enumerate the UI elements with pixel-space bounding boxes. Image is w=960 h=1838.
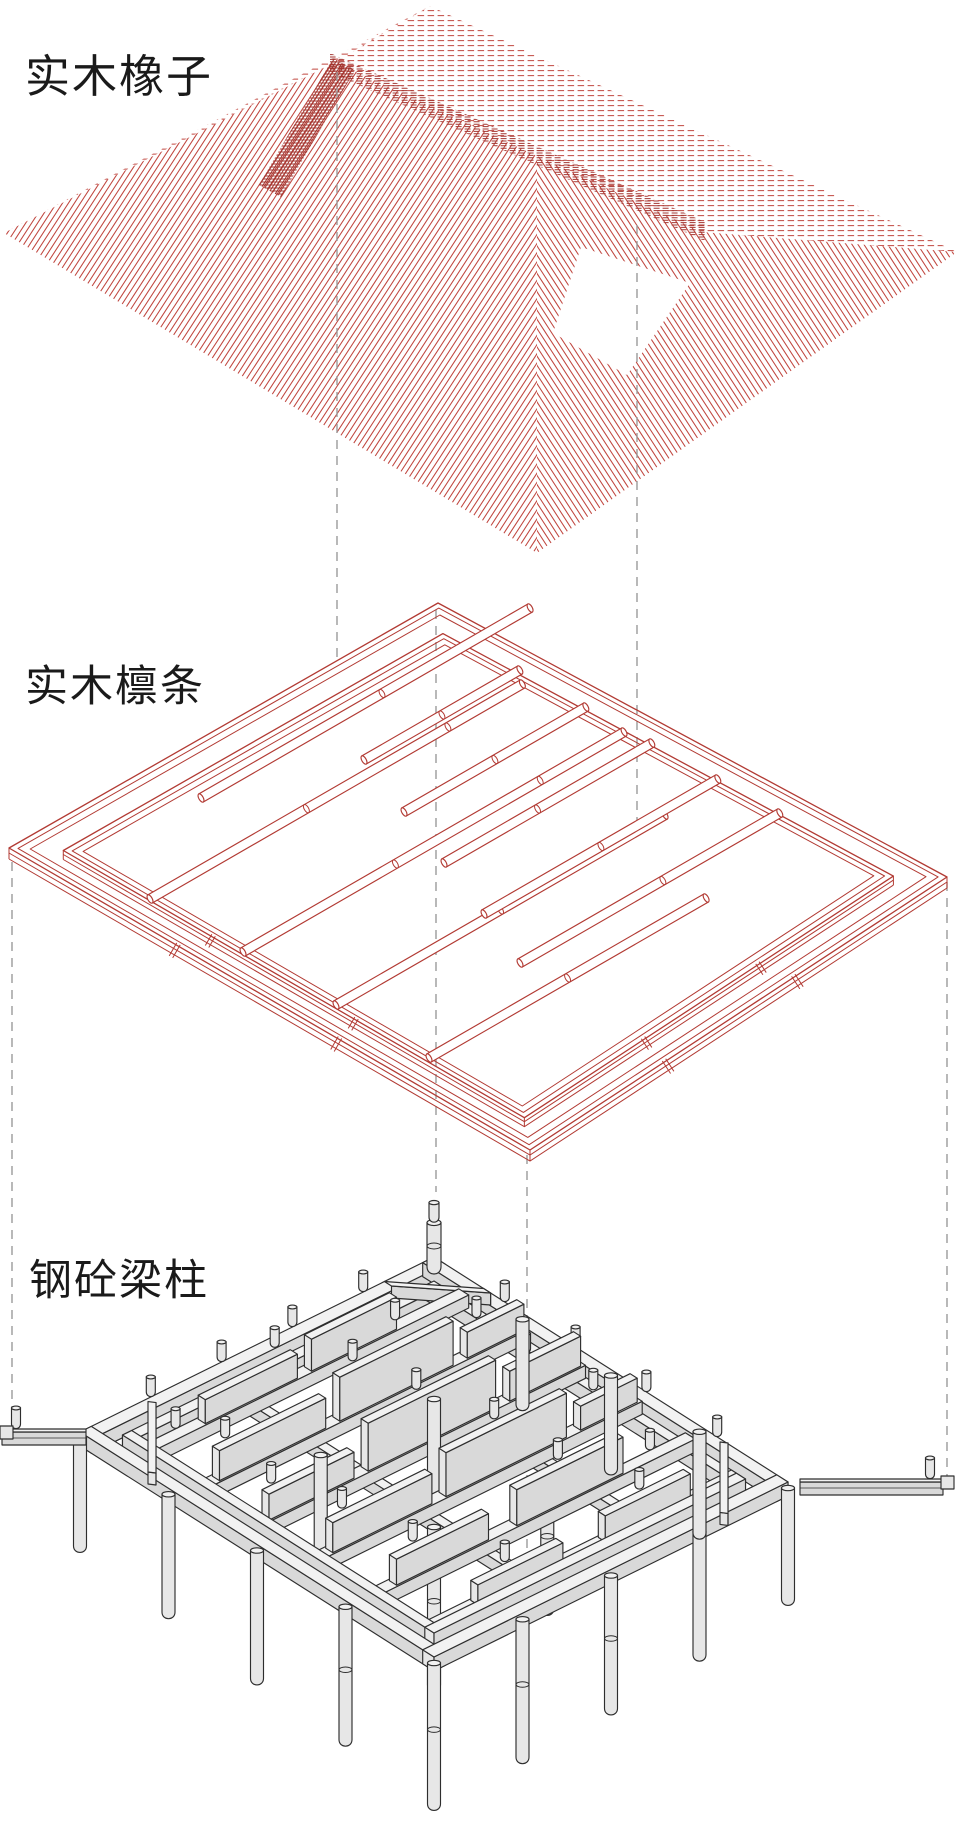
label-rafters: 实木橡子 — [25, 51, 214, 102]
label-purlins: 实木檩条 — [25, 663, 205, 711]
concrete-frame-drawing — [0, 1199, 955, 1812]
purlins-drawing — [8, 602, 948, 1162]
label-frame: 钢砼梁柱 — [29, 1257, 209, 1305]
